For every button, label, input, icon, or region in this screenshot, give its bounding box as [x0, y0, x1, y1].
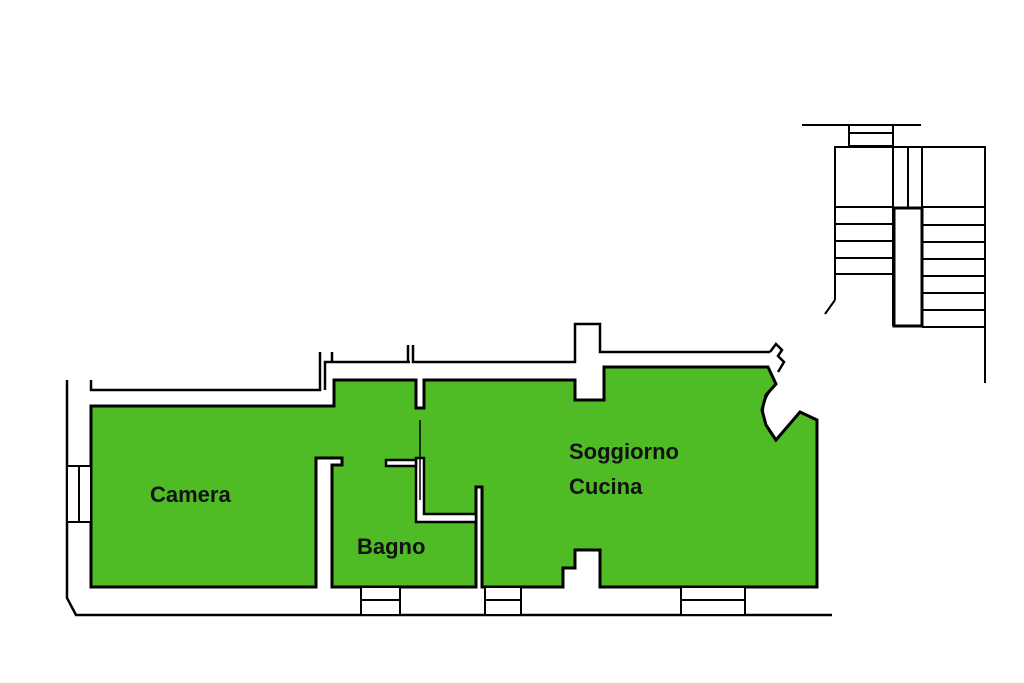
apartment-floor [89, 365, 819, 589]
room-label-camera: Camera [150, 482, 231, 507]
staircase [802, 124, 986, 383]
room-label-soggiorno: Soggiorno [569, 439, 679, 464]
interior-walls [384, 420, 478, 524]
room-label-cucina: Cucina [569, 474, 643, 499]
windows [66, 465, 746, 616]
room-label-bagno: Bagno [357, 534, 426, 559]
